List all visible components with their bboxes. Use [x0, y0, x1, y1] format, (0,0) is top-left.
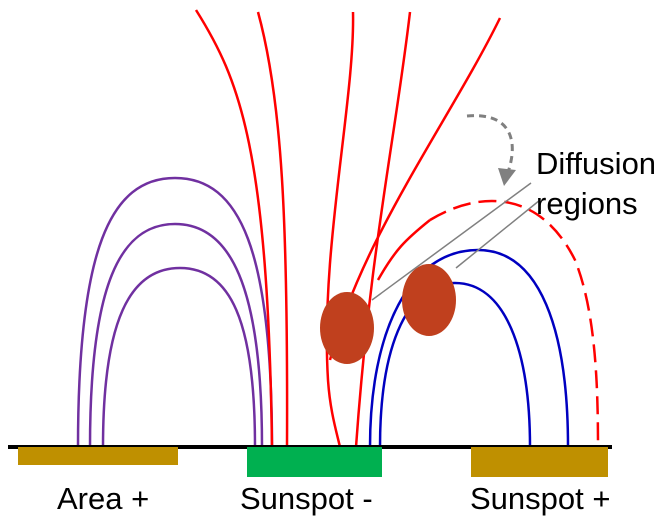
red-line-right: [354, 11, 412, 448]
diffusion-label-line2: regions: [536, 186, 638, 221]
pointer-line-right: [455, 199, 541, 269]
curved-arrow: [466, 114, 516, 186]
area-plus-label: Area +: [57, 481, 150, 516]
purple-loop-inner: [101, 266, 257, 448]
sunspot-plus-patch: [471, 447, 608, 477]
diffusion-label-line1: Diffusion: [536, 146, 657, 181]
red-line-far-left: [194, 9, 274, 448]
red-line-center: [325, 11, 355, 448]
pointer-line-left: [371, 182, 532, 301]
curved-arrow-head-icon: [498, 168, 516, 186]
purple-field-loops: [76, 176, 274, 448]
red-reconnected-solid: [376, 219, 431, 281]
red-line-left: [256, 11, 289, 448]
area-plus-patch: [18, 447, 178, 465]
sunspot-minus-label: Sunspot -: [240, 481, 373, 516]
purple-loop-middle: [88, 222, 264, 448]
blue-loop-inner: [378, 281, 532, 448]
red-reconnected-dashed: [429, 199, 600, 448]
sunspot-plus-label: Sunspot +: [470, 481, 611, 516]
curved-arrow-shaft: [466, 114, 514, 176]
diffusion-blob-right: [402, 264, 456, 336]
diffusion-blob-left: [320, 292, 374, 364]
diffusion-pointer-lines: [371, 182, 541, 301]
purple-loop-outer: [76, 176, 274, 448]
red-open-field-lines: [194, 9, 600, 448]
sunspot-minus-patch: [247, 447, 382, 477]
